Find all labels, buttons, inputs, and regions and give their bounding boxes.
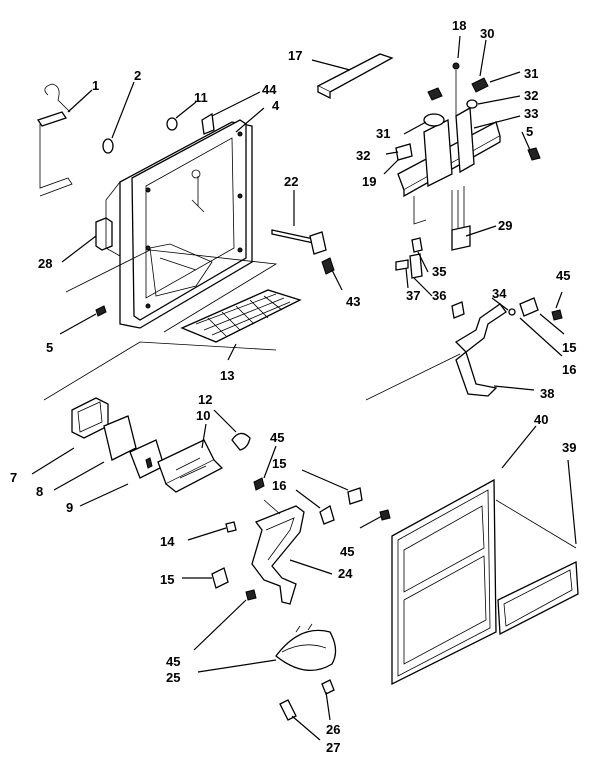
callout-15b: 15 <box>272 456 286 471</box>
callout-35: 35 <box>432 264 446 279</box>
callout-14: 14 <box>160 534 175 549</box>
callout-labels: 1 2 11 44 4 17 18 30 31 32 33 5 31 32 19… <box>10 18 576 755</box>
lever-assembly-right <box>454 291 565 397</box>
callout-33: 33 <box>524 106 538 121</box>
solenoid-assembly <box>395 186 497 319</box>
part-2-clip <box>102 81 135 154</box>
callout-34: 34 <box>492 286 507 301</box>
part-17-trim <box>311 53 394 100</box>
callout-5a: 5 <box>526 124 533 139</box>
callout-18: 18 <box>452 18 466 33</box>
callout-31b: 31 <box>376 126 390 141</box>
callout-44: 44 <box>262 82 277 97</box>
callout-38: 38 <box>540 386 554 401</box>
callout-36: 36 <box>432 288 446 303</box>
callout-32b: 32 <box>356 148 370 163</box>
callout-25: 25 <box>166 670 180 685</box>
light-assembly <box>31 397 165 507</box>
callout-31a: 31 <box>524 66 538 81</box>
part-26-27 <box>279 679 335 741</box>
callout-5b: 5 <box>46 340 53 355</box>
callout-4: 4 <box>272 98 280 113</box>
part-25-tray <box>197 623 337 673</box>
part-11-screw <box>166 101 197 131</box>
callout-45b: 45 <box>270 430 284 445</box>
callout-16b: 16 <box>272 478 286 493</box>
callout-9: 9 <box>66 500 73 515</box>
callout-32a: 32 <box>524 88 538 103</box>
part-13-grille <box>180 289 302 361</box>
lamp-bracket <box>157 409 277 493</box>
callout-40: 40 <box>534 412 548 427</box>
callout-45d: 45 <box>166 654 180 669</box>
callout-10: 10 <box>196 408 210 423</box>
callout-45a: 45 <box>556 268 570 283</box>
callout-43: 43 <box>346 294 360 309</box>
lever-assembly-lower <box>182 469 391 651</box>
part-28-block <box>61 217 113 263</box>
callout-37: 37 <box>406 288 420 303</box>
callout-16a: 16 <box>562 362 576 377</box>
callout-26: 26 <box>326 722 340 737</box>
callout-11: 11 <box>194 90 208 105</box>
callout-30: 30 <box>480 26 494 41</box>
callout-12: 12 <box>198 392 212 407</box>
part-1-wire <box>36 83 93 197</box>
callout-15a: 15 <box>562 340 576 355</box>
part-43-screw <box>321 257 343 291</box>
part-44-bracket <box>201 91 261 135</box>
part-4-housing <box>105 107 265 329</box>
upper-right-assembly <box>383 35 541 225</box>
callout-29: 29 <box>498 218 512 233</box>
part-5-screw-left <box>59 305 107 335</box>
door-panels <box>391 425 579 686</box>
callout-27: 27 <box>326 740 340 755</box>
callout-28: 28 <box>38 256 52 271</box>
callout-39: 39 <box>562 440 576 455</box>
part-22-rod <box>271 190 327 255</box>
callout-2: 2 <box>134 68 141 83</box>
callout-7: 7 <box>10 470 17 485</box>
callout-22: 22 <box>284 174 298 189</box>
callout-19: 19 <box>362 174 376 189</box>
callout-1: 1 <box>92 78 99 93</box>
base-outline <box>43 249 461 401</box>
callout-13: 13 <box>220 368 234 383</box>
callout-24: 24 <box>338 566 353 581</box>
callout-17: 17 <box>288 48 302 63</box>
callout-8: 8 <box>36 484 43 499</box>
callout-45c: 45 <box>340 544 354 559</box>
callout-15c: 15 <box>160 572 174 587</box>
